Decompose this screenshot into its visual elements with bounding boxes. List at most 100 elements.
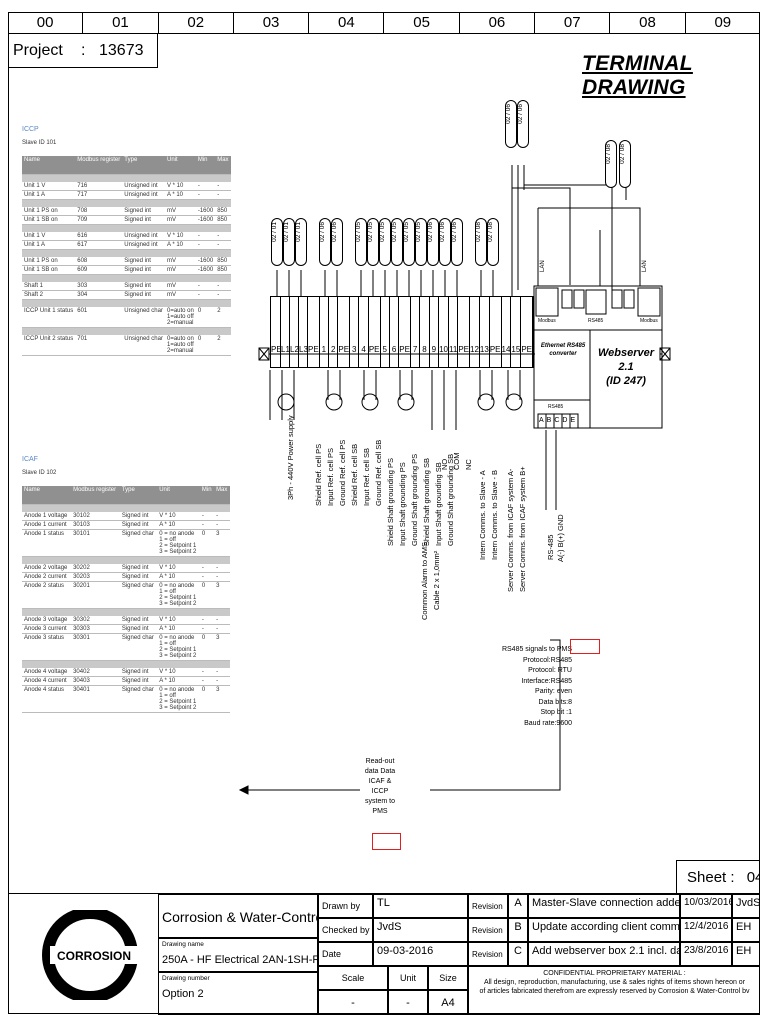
column-header: Modbus register (71, 486, 120, 505)
cable-reference-tag: 02 / 05 (391, 218, 403, 266)
table-cell: 701 (75, 335, 123, 356)
webserver-name: Webserver (597, 347, 655, 359)
table-cell: Signed int (119, 668, 158, 677)
cable-reference-text: 02 / 06 (319, 222, 326, 242)
terminal-description: A(-) B(+) GND (556, 514, 565, 562)
table-cell: - (199, 512, 215, 521)
terminal-description: NC (464, 459, 473, 470)
table-cell: Anode 2 status (22, 581, 72, 609)
rs485-port: C (554, 417, 563, 424)
revision-label: Revision (468, 894, 508, 918)
cable-reference-text: 02 / 06 (331, 222, 338, 242)
group-separator (22, 556, 230, 564)
cable-reference-text: 02 / 05 (367, 222, 374, 242)
table-cell: Unit 1 V (22, 232, 76, 241)
table-cell: Unit 1 PS on (22, 207, 76, 216)
table-cell: - (214, 572, 230, 582)
terminal-cell: 11 (449, 297, 459, 367)
table-cell: - (214, 676, 230, 686)
column-header: Modbus register (75, 156, 123, 175)
red-highlight-box (372, 833, 401, 850)
table-cell: 709 (75, 215, 123, 225)
readout-line: ICAF & (368, 778, 392, 785)
drawing-name: 250A - HF Electrical 2AN-1SH-RS485 (162, 954, 317, 966)
table-cell: Signed int (119, 616, 158, 625)
protocol-line: Parity: even (535, 688, 572, 695)
webserver-title: Webserver 2.1 (ID 247) (596, 346, 656, 388)
revision-letter: C (508, 942, 528, 966)
table-cell: Anode 1 status (22, 529, 72, 557)
protocol-line: Protocol: RTU (528, 667, 572, 674)
cable-reference-text: 02 / 08 (605, 144, 612, 164)
revision-description: Add webserver box 2.1 incl. data. (528, 942, 680, 966)
size-value: A4 (428, 990, 468, 1015)
cable-reference-tag: 02 / 01 (283, 218, 295, 266)
table-cell: - (199, 676, 215, 686)
column-header-cell: 03 (233, 12, 310, 34)
table-cell: - (195, 282, 216, 291)
cable-reference-text: 02 / 05 (379, 222, 386, 242)
table-cell: - (215, 282, 231, 291)
group-separator (22, 608, 230, 616)
table-cell: 30403 (71, 676, 120, 686)
table-cell: 30402 (71, 668, 120, 677)
modbus-left-label: Modbus (538, 318, 556, 324)
table-cell: 850 (215, 265, 231, 275)
table-cell: Signed int (119, 520, 158, 530)
column-header: Unit (164, 156, 196, 175)
table-cell: - (199, 572, 215, 582)
terminal-cell: 8 (420, 297, 430, 367)
terminal-description: 3Ph - 440V Power supply (286, 415, 295, 500)
unit-value: - (388, 990, 428, 1015)
terminal-cell: PE (458, 297, 471, 367)
cable-reference-tag: 02 / 08 (475, 218, 487, 266)
table-cell: 708 (75, 207, 123, 216)
table-cell: 2 (215, 335, 231, 356)
terminal-description: Cable 2 x 1,0mm² (432, 550, 441, 610)
table-cell: Shaft 2 (22, 290, 76, 300)
terminal-cell: L1 (281, 297, 290, 367)
table-cell: - (199, 616, 215, 625)
table-cell: - (199, 624, 215, 634)
table-cell: -1600 (195, 257, 216, 266)
terminal-cell: 13 (480, 297, 490, 367)
revision-date: 12/4/2016 (680, 918, 732, 942)
terminal-description: Server Comms. from ICAF system B+ (518, 466, 527, 592)
confidential-box: CONFIDENTIAL PROPRIETARY MATERIAL : All … (468, 966, 760, 1015)
drawing-number-label: Drawing number (162, 975, 210, 982)
group-separator (22, 299, 231, 307)
table-cell: Unit 1 V (22, 182, 76, 191)
readout-line: ICCP (371, 788, 389, 795)
table-cell: - (214, 512, 230, 521)
ethernet-converter-label: Ethernet RS485 converter (540, 343, 586, 357)
table-cell: -1600 (195, 207, 216, 216)
terminal-cell: PE (308, 297, 320, 367)
page-title: TERMINAL DRAWING (582, 52, 693, 99)
size-label: Size (428, 966, 468, 990)
revision-label: Revision (468, 918, 508, 942)
terminal-description: Ground Ref. cell PS (338, 439, 347, 506)
scale-value: - (318, 990, 388, 1015)
project-box: Project : 13673 (8, 34, 158, 68)
table-cell: 303 (75, 282, 123, 291)
table-cell: 0 (195, 307, 216, 328)
lan-left-label: LAN (540, 260, 546, 272)
cable-reference-tag: 02 / 06 (517, 100, 529, 148)
table-cell: Signed int (119, 564, 158, 573)
table-cell: - (215, 240, 231, 250)
table-cell: A * 10 (164, 190, 196, 200)
table-cell: - (214, 624, 230, 634)
table-cell: 30103 (71, 520, 120, 530)
revision-description: Master-Slave connection added (528, 894, 680, 918)
table-cell: Anode 2 current (22, 572, 72, 582)
cable-reference-text: 02 / 08 (475, 222, 482, 242)
